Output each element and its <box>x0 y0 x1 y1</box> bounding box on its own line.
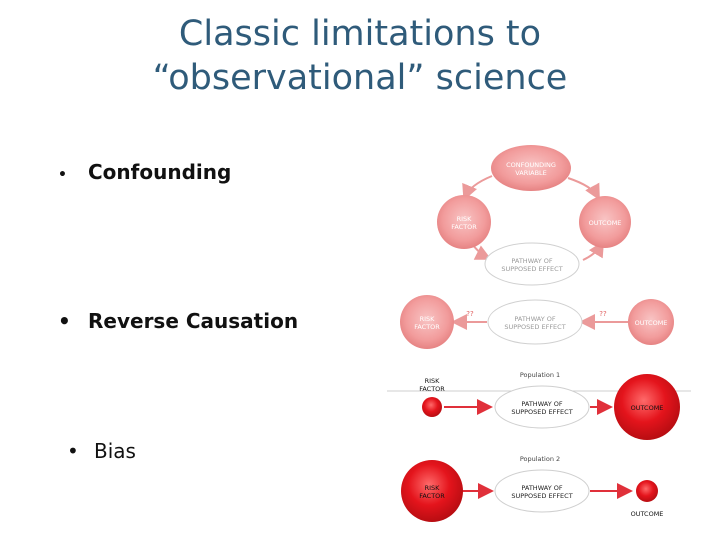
bullet-label: Reverse Causation <box>88 309 299 333</box>
pathway-1-label-1: PATHWAY OF <box>521 400 562 408</box>
confounder-label-1: CONFOUNDING <box>506 161 556 169</box>
bullet-bias: • Bias <box>67 439 136 463</box>
title-line-2: “observational” science <box>152 58 568 98</box>
confounding-diagram: CONFOUNDING VARIABLE RISK FACTOR OUTCOME… <box>437 145 631 286</box>
risk-factor-1-label-1: RISK <box>425 377 441 385</box>
slide-title: Classic limitations to “observational” s… <box>0 12 720 100</box>
question-mark-left: ?? <box>466 310 474 318</box>
pathway-2-label-2: SUPPOSED EFFECT <box>511 492 572 500</box>
bias-diagram: Population 1 RISK FACTOR PATHWAY OF SUPP… <box>387 371 691 522</box>
outcome-1-label: OUTCOME <box>631 404 664 412</box>
outcome-2-node <box>636 480 658 502</box>
outcome-label: OUTCOME <box>589 219 622 227</box>
pathway-node <box>484 242 580 286</box>
outcome-2-label: OUTCOME <box>631 510 664 518</box>
risk-factor-label-1: RISK <box>420 315 436 323</box>
bullet-label: Bias <box>94 439 136 463</box>
reverse-causation-diagram: ?? ?? RISK FACTOR PATHWAY OF SUPPOSED EF… <box>400 295 674 349</box>
outcome-1-node <box>614 374 680 440</box>
pathway-1-node <box>494 385 590 429</box>
outcome-label: OUTCOME <box>635 319 668 327</box>
risk-factor-1-node <box>422 397 442 417</box>
pathway-node <box>487 299 583 345</box>
bullet-label: Confounding <box>88 160 232 184</box>
question-mark-right: ?? <box>599 310 607 318</box>
bullet-reverse-causation: • Reverse Causation <box>58 309 298 333</box>
bullet-marker: • <box>58 309 71 333</box>
pathway-1-label-2: SUPPOSED EFFECT <box>511 408 572 416</box>
pathway-label-2: SUPPOSED EFFECT <box>504 323 565 331</box>
risk-factor-label-1: RISK <box>457 215 473 223</box>
risk-factor-2-node <box>401 460 463 522</box>
bullet-marker: • <box>58 167 67 183</box>
outcome-node <box>579 196 631 248</box>
pathway-2-label-1: PATHWAY OF <box>521 484 562 492</box>
pathway-label-2: SUPPOSED EFFECT <box>501 265 562 273</box>
risk-factor-1-label-2: FACTOR <box>419 385 445 393</box>
bullet-marker: • <box>67 439 79 463</box>
confounder-label-2: VARIABLE <box>515 169 547 177</box>
bullet-confounding: • Confounding <box>58 160 231 184</box>
pathway-2-node <box>494 469 590 513</box>
confounder-to-outcome-arrow <box>567 177 600 201</box>
pathway-label-1: PATHWAY OF <box>514 315 555 323</box>
confounding-variable-node <box>491 145 571 191</box>
risk-factor-label-2: FACTOR <box>414 323 440 331</box>
risk-factor-node <box>400 295 454 349</box>
risk-factor-label-2: FACTOR <box>451 223 477 231</box>
population-2-label: Population 2 <box>520 455 560 463</box>
outcome-node <box>628 299 674 345</box>
population-1-label: Population 1 <box>520 371 560 379</box>
title-line-1: Classic limitations to <box>178 14 542 54</box>
risk-factor-2-label-2: FACTOR <box>419 492 445 500</box>
risk-factor-2-label-1: RISK <box>425 484 441 492</box>
risk-factor-node <box>437 195 491 249</box>
pathway-label-1: PATHWAY OF <box>511 257 552 265</box>
confounder-to-risk-arrow <box>462 175 493 201</box>
